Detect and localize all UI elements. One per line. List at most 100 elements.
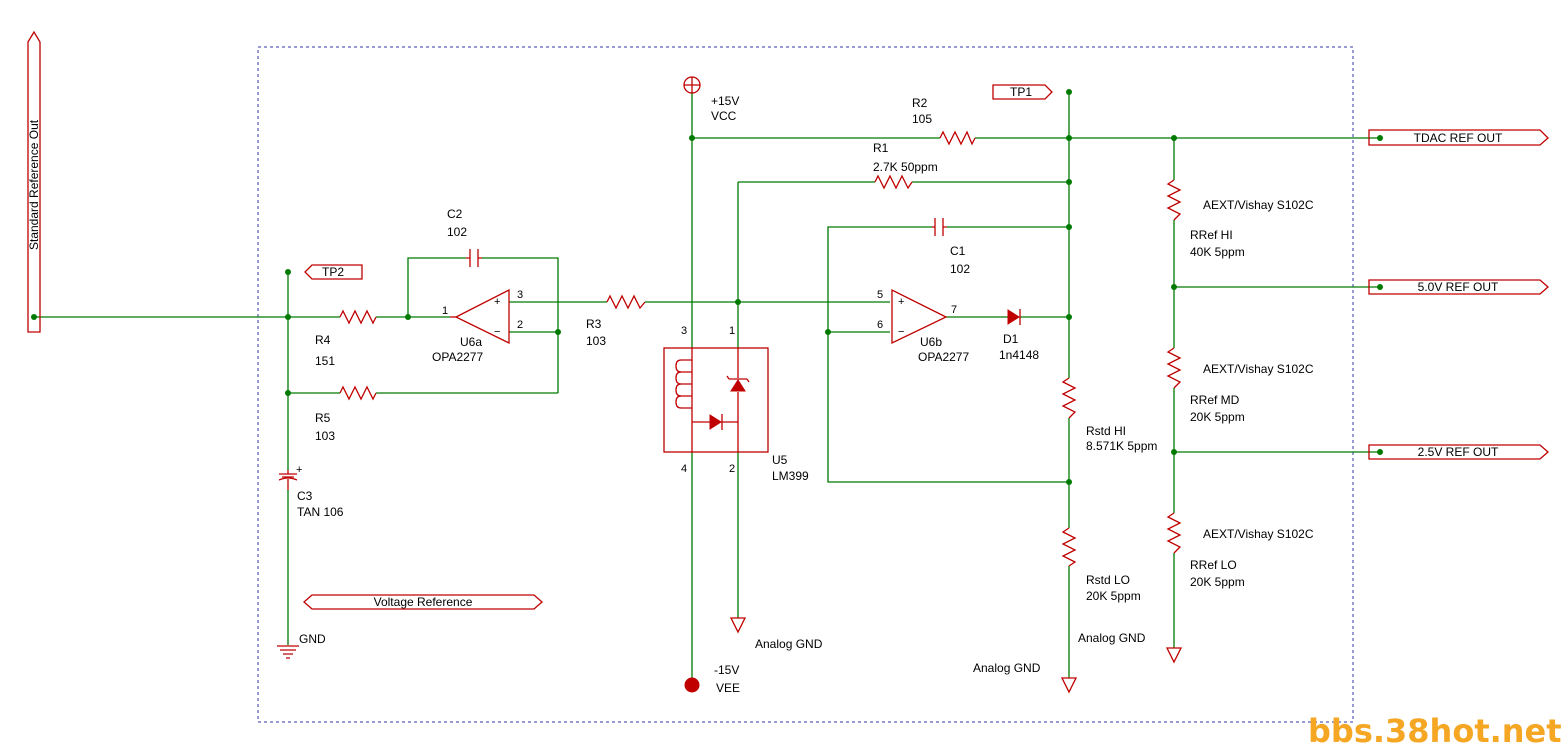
svg-text:GND: GND	[299, 632, 326, 646]
analog-gnd-rref: Analog GND	[1078, 631, 1183, 664]
block-frame	[257, 46, 1354, 723]
port-5v-ref-out: 5.0V REF OUT	[1368, 279, 1549, 295]
svg-text:R3: R3	[586, 317, 602, 331]
svg-text:R2: R2	[912, 96, 928, 110]
svg-text:103: 103	[315, 429, 335, 443]
analog-gnd-rstd: Analog GND	[973, 661, 1078, 694]
svg-text:6: 6	[877, 319, 883, 331]
resistor-rref-md: AEXT/Vishay S102C RRef MD 20K 5ppm	[1166, 347, 1314, 424]
svg-text:102: 102	[950, 262, 970, 276]
svg-text:AEXT/Vishay S102C: AEXT/Vishay S102C	[1203, 527, 1314, 541]
svg-text:20K 5ppm: 20K 5ppm	[1190, 410, 1245, 424]
svg-text:-15V: -15V	[714, 663, 739, 677]
vcc-symbol: +15V VCC	[683, 76, 739, 123]
resistor-r3: R3 103	[586, 294, 646, 348]
wires	[34, 92, 1380, 685]
svg-text:105: 105	[912, 112, 932, 126]
svg-text:4: 4	[681, 463, 687, 475]
svg-text:TP2: TP2	[322, 265, 344, 279]
svg-text:R5: R5	[315, 411, 331, 425]
svg-text:VCC: VCC	[711, 109, 737, 123]
svg-text:Rstd LO: Rstd LO	[1086, 573, 1130, 587]
port-tdac-ref-out: TDAC REF OUT	[1368, 129, 1549, 146]
port-voltage-reference: Voltage Reference	[303, 594, 543, 610]
svg-text:RRef LO: RRef LO	[1190, 558, 1237, 572]
svg-text:OPA2277: OPA2277	[918, 350, 969, 364]
svg-text:8.571K 5ppm: 8.571K 5ppm	[1086, 439, 1157, 453]
svg-text:Analog GND: Analog GND	[755, 637, 823, 651]
svg-text:+15V: +15V	[711, 94, 739, 108]
svg-text:2.5V REF OUT: 2.5V REF OUT	[1418, 445, 1499, 459]
junctions	[31, 89, 1383, 485]
svg-text:OPA2277: OPA2277	[432, 350, 483, 364]
svg-text:7: 7	[951, 304, 957, 316]
svg-text:TDAC REF OUT: TDAC REF OUT	[1414, 131, 1503, 145]
svg-text:Rstd HI: Rstd HI	[1086, 424, 1126, 438]
svg-text:C2: C2	[447, 207, 463, 221]
svg-text:20K 5ppm: 20K 5ppm	[1086, 589, 1141, 603]
svg-text:+: +	[296, 464, 302, 476]
svg-text:20K 5ppm: 20K 5ppm	[1190, 575, 1245, 589]
opamp-u6b: + − 5 6 7 U6b OPA2277	[877, 288, 969, 364]
diode-d1: D1 1n4148	[999, 309, 1039, 362]
gnd-symbol: GND	[277, 632, 326, 659]
svg-text:1: 1	[729, 325, 735, 337]
svg-text:C1: C1	[950, 244, 966, 258]
svg-text:+: +	[898, 296, 904, 308]
svg-text:Voltage Reference: Voltage Reference	[374, 595, 473, 609]
resistor-r1: R1 2.7K 50ppm	[873, 141, 938, 190]
svg-text:1: 1	[442, 305, 448, 317]
svg-text:AEXT/Vishay S102C: AEXT/Vishay S102C	[1203, 198, 1314, 212]
capacitor-c3: + C3 TAN 106	[278, 464, 344, 519]
testpoint-tp2: TP2	[304, 264, 363, 280]
svg-text:R1: R1	[873, 141, 889, 155]
svg-text:TAN 106: TAN 106	[297, 505, 344, 519]
svg-text:VEE: VEE	[716, 681, 740, 695]
svg-text:D1: D1	[1003, 332, 1019, 346]
ic-u5-lm399: 3 1 4 2 U5 LM399	[663, 325, 809, 483]
svg-text:151: 151	[315, 354, 335, 368]
svg-text:R4: R4	[315, 333, 331, 347]
svg-text:5.0V REF OUT: 5.0V REF OUT	[1418, 280, 1499, 294]
svg-text:−: −	[494, 326, 500, 338]
svg-text:102: 102	[447, 225, 467, 239]
watermark: bbs.38hot.net	[1308, 712, 1562, 748]
svg-text:AEXT/Vishay S102C: AEXT/Vishay S102C	[1203, 362, 1314, 376]
svg-text:1n4148: 1n4148	[999, 348, 1039, 362]
svg-text:TP1: TP1	[1010, 85, 1032, 99]
port-label: Standard Reference Out	[27, 119, 41, 250]
resistor-rref-lo: AEXT/Vishay S102C RRef LO 20K 5ppm	[1166, 512, 1314, 589]
svg-text:U6b: U6b	[920, 335, 942, 349]
svg-text:5: 5	[877, 289, 883, 301]
resistor-r2: R2 105	[912, 96, 976, 146]
svg-text:LM399: LM399	[772, 469, 809, 483]
svg-text:C3: C3	[297, 489, 313, 503]
svg-text:RRef MD: RRef MD	[1190, 393, 1240, 407]
svg-text:+: +	[494, 296, 500, 308]
svg-text:2: 2	[517, 319, 523, 331]
opamp-u6a: + − 3 2 1 U6a OPA2277	[432, 288, 523, 364]
svg-text:3: 3	[517, 289, 523, 301]
svg-text:40K 5ppm: 40K 5ppm	[1190, 245, 1245, 259]
svg-text:Analog GND: Analog GND	[1078, 631, 1146, 645]
analog-gnd-u5: Analog GND	[729, 617, 823, 651]
svg-text:U5: U5	[772, 453, 788, 467]
resistor-rstd-lo: Rstd LO 20K 5ppm	[1061, 527, 1141, 603]
svg-text:RRef HI: RRef HI	[1190, 228, 1233, 242]
svg-text:2.7K 50ppm: 2.7K 50ppm	[873, 160, 938, 174]
svg-text:103: 103	[586, 334, 606, 348]
capacitor-c2: C2 102	[447, 207, 482, 267]
svg-text:3: 3	[681, 325, 687, 337]
resistor-rref-hi: AEXT/Vishay S102C RRef HI 40K 5ppm	[1166, 179, 1314, 259]
vee-symbol: -15V VEE	[684, 663, 740, 695]
port-standard-reference-out: Standard Reference Out	[27, 30, 41, 333]
svg-text:−: −	[898, 326, 904, 338]
svg-text:Analog GND: Analog GND	[973, 661, 1041, 675]
svg-text:2: 2	[729, 463, 735, 475]
resistor-rstd-hi: Rstd HI 8.571K 5ppm	[1061, 377, 1157, 453]
svg-text:U6a: U6a	[460, 335, 482, 349]
resistor-r4: R4 151	[315, 309, 377, 368]
testpoint-tp1: TP1	[992, 84, 1053, 100]
resistor-r5: R5 103	[315, 385, 377, 443]
